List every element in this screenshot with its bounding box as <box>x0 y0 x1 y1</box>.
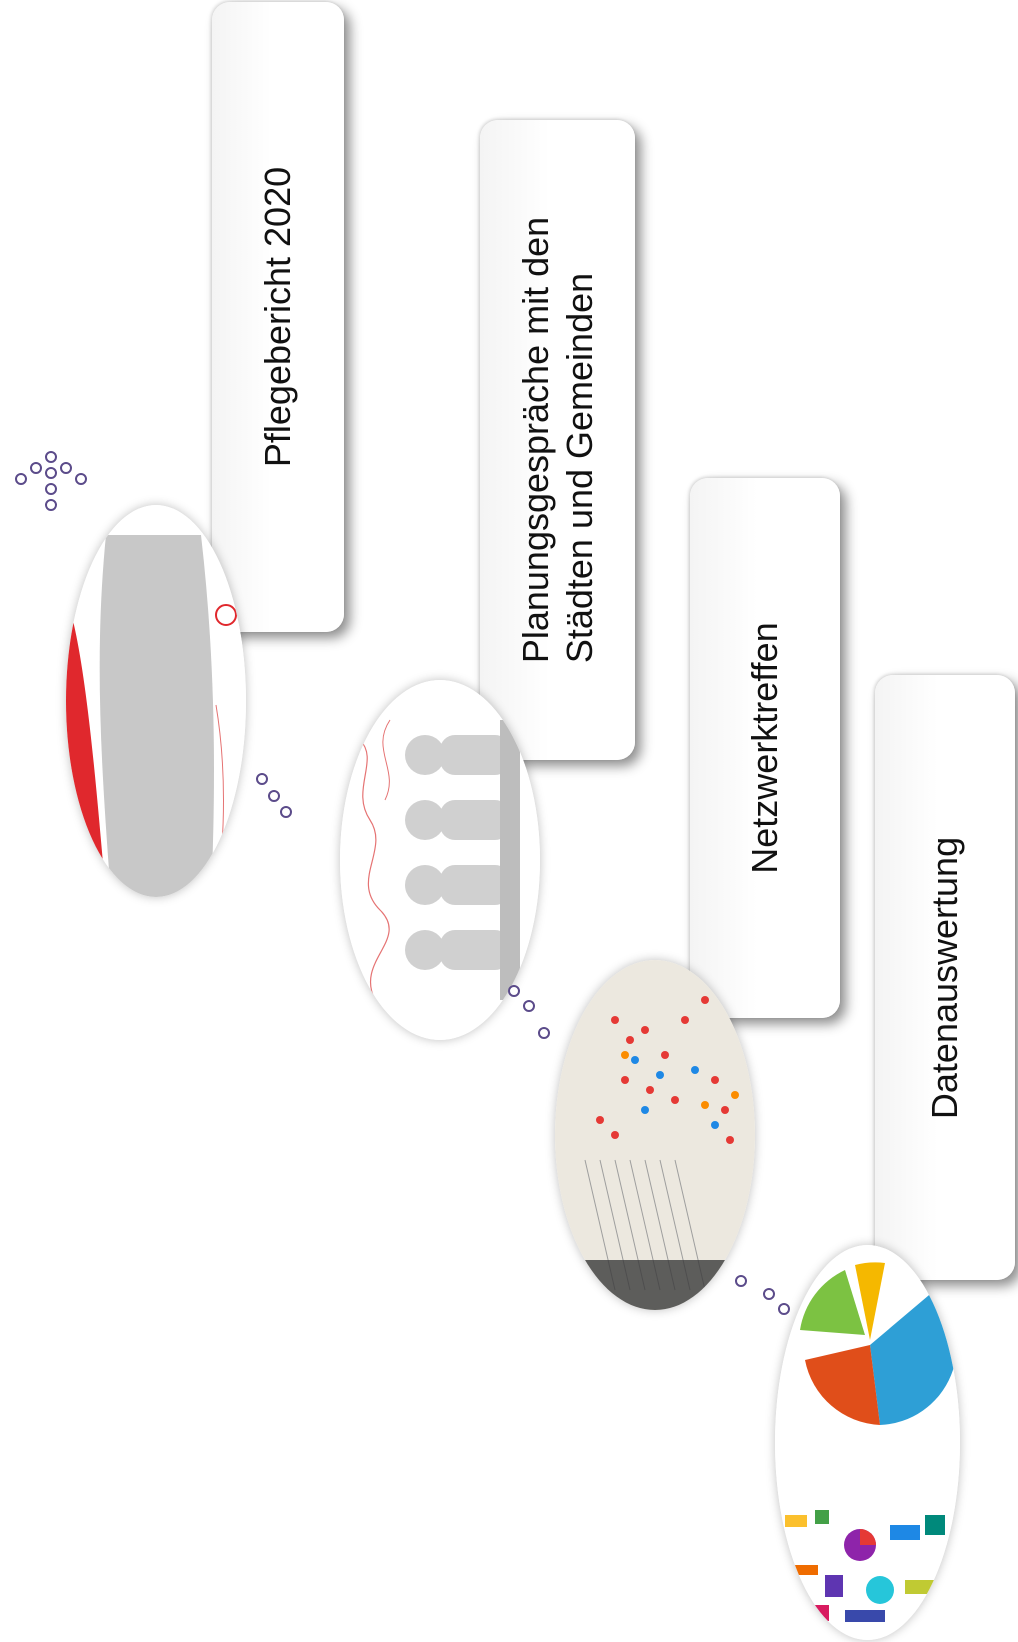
step-label-line-1: Planungsgespräche mit den <box>514 216 556 664</box>
step-label-line-2: Städten und Gemeinden <box>558 272 600 664</box>
step-label-datenauswertung: Datenauswertung <box>924 836 966 1119</box>
step-box-planungsgespraeche: Planungsgespräche mit den Städten und Ge… <box>480 120 635 760</box>
step-box-netzwerktreffen: Netzwerktreffen <box>690 478 840 1018</box>
step-box-datenauswertung: Datenauswertung <box>875 675 1015 1280</box>
step-label-pflegebericht: Pflegebericht 2020 <box>257 166 299 468</box>
step-label-netzwerktreffen: Netzwerktreffen <box>744 622 786 874</box>
dot-voting-board-image <box>555 960 755 1310</box>
report-cover-image <box>66 505 246 897</box>
step-box-pflegebericht: Pflegebericht 2020 <box>212 2 344 632</box>
pie-chart-image <box>775 1245 960 1640</box>
people-meeting-image <box>340 680 540 1040</box>
step-label-planungsgespraeche: Planungsgespräche mit den Städten und Ge… <box>514 217 602 663</box>
